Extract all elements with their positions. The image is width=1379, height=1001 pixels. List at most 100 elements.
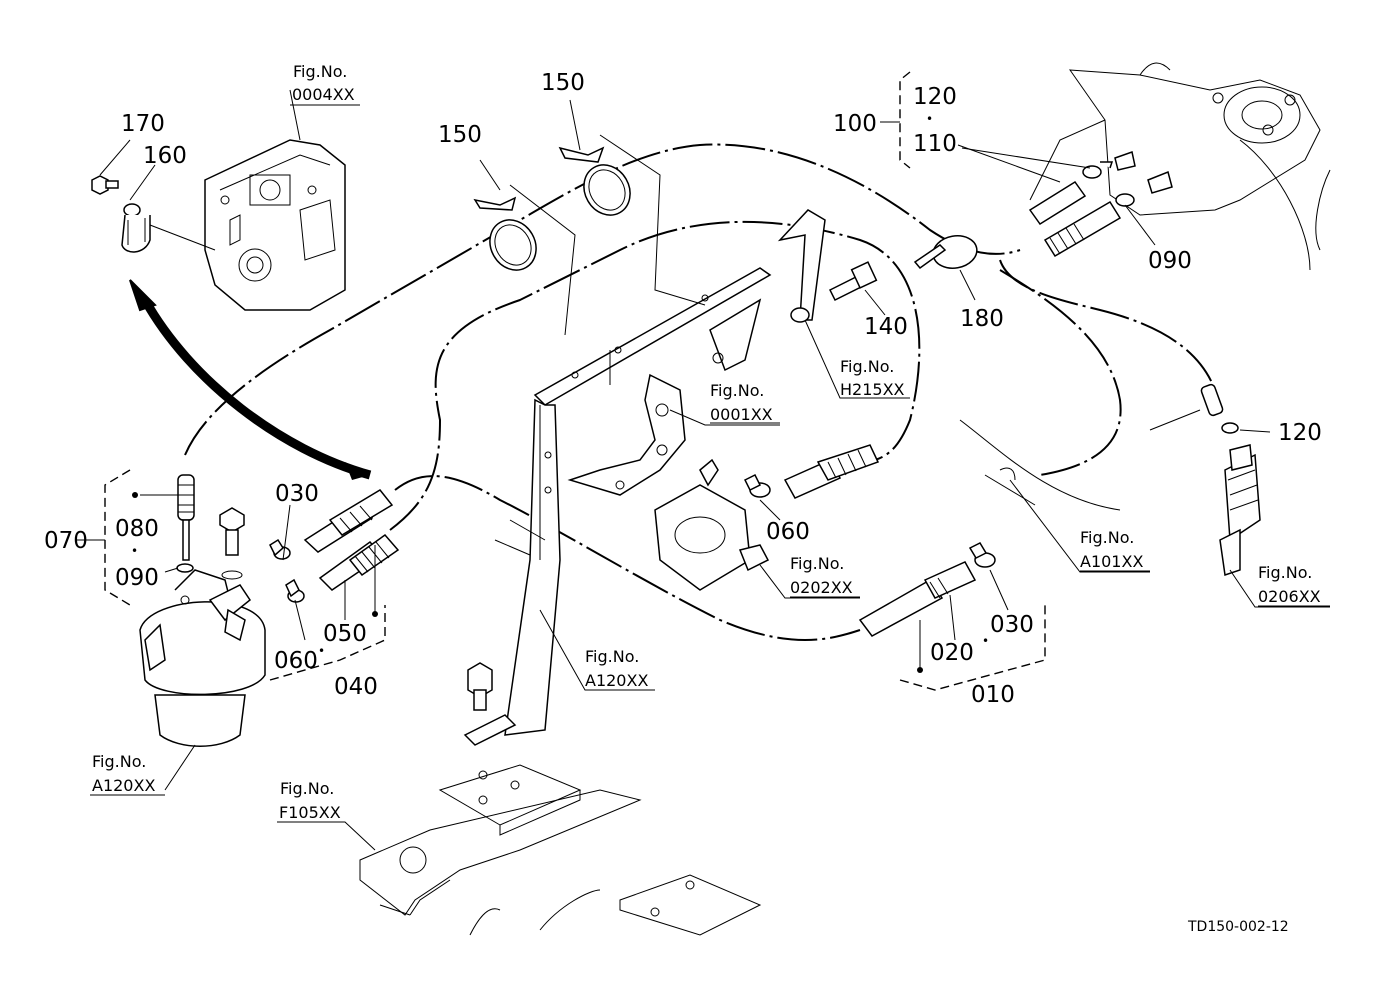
label-010: 010	[971, 682, 1015, 708]
label-090-top: 090	[1148, 248, 1192, 274]
direction-arrow	[129, 279, 372, 480]
fuel-hose-loop	[389, 220, 921, 531]
leader-030a	[282, 504, 291, 561]
hose-020	[858, 561, 977, 637]
bracket-0001	[567, 373, 686, 496]
engine-block-drawing	[204, 139, 346, 311]
separator-dot-040: •	[318, 644, 325, 658]
figure-references: Fig.No. 0004XX Fig.No. H215XX Fig.No. 00…	[92, 62, 1321, 822]
fig-code-f105: F105XX	[279, 803, 341, 822]
leader-180	[959, 269, 976, 301]
leader-090b	[164, 567, 179, 573]
leader-160	[149, 224, 216, 251]
label-070: 070	[44, 528, 88, 554]
fig-code-h215: H215XX	[840, 380, 905, 399]
leader-120b	[1239, 429, 1271, 433]
label-180: 180	[960, 306, 1004, 332]
injection-nozzle	[1219, 444, 1261, 576]
fuel-hose-lower	[999, 269, 1122, 476]
cable-tie-150-left	[473, 196, 537, 271]
label-170: 170	[121, 111, 165, 137]
fig-code-a101: A101XX	[1080, 552, 1143, 571]
leader-020	[949, 594, 956, 641]
fig-prefix-0001: Fig.No.	[710, 381, 764, 400]
bolt-filter	[219, 507, 245, 580]
fig-prefix-a120-center: Fig.No.	[585, 647, 639, 666]
label-100: 100	[833, 111, 877, 137]
leader-170	[99, 139, 131, 176]
hose-sleeve	[1043, 200, 1122, 258]
fig-code-0206: 0206XX	[1258, 587, 1321, 606]
leader-a101b	[984, 474, 1036, 506]
fig-underlines	[585, 397, 1330, 691]
clamp-090-left	[176, 563, 194, 573]
label-030-left: 030	[275, 481, 319, 507]
leader-0202	[759, 564, 860, 599]
leader-filter	[164, 744, 196, 791]
drawing-code: TD150-002-12	[1187, 919, 1289, 935]
leader-a101	[1009, 479, 1150, 573]
cable-tie-180	[913, 235, 978, 270]
hose-050	[318, 533, 400, 591]
fig-prefix-a101: Fig.No.	[1080, 528, 1134, 547]
fuel-hose-return	[394, 475, 861, 641]
leader-150a	[479, 159, 501, 191]
label-150-left: 150	[438, 122, 482, 148]
group-bracket-040	[269, 605, 386, 681]
fig-code-a120-center: A120XX	[585, 671, 648, 690]
leader-120a	[961, 147, 1091, 169]
leader-160b	[129, 164, 156, 201]
separator-dot-010: •	[982, 634, 989, 648]
dot-080	[132, 492, 138, 498]
hose-110	[1028, 180, 1087, 226]
fig-prefix-0004: Fig.No.	[293, 62, 347, 81]
stay-h215	[777, 209, 826, 323]
engine-right-drawing	[959, 62, 1331, 511]
leader-060b	[759, 499, 781, 521]
fuel-pump	[654, 458, 770, 591]
clamp-030-right	[968, 542, 996, 568]
separator-dot-100: •	[926, 112, 933, 126]
group-bracket-070	[104, 469, 131, 606]
group-bracket-010	[899, 605, 1046, 691]
dot-040	[372, 611, 378, 617]
label-030-right: 030	[990, 612, 1034, 638]
leader-060a	[294, 599, 306, 641]
leader-150a-bracket	[509, 184, 576, 336]
separator-dot-070: •	[131, 544, 138, 558]
tractor-frame-outline	[359, 764, 762, 936]
bolt-170	[91, 175, 119, 195]
label-090-left: 090	[115, 565, 159, 591]
mounting-bracket	[463, 267, 772, 746]
clip-160	[121, 203, 151, 253]
fuel-hose-injector	[999, 259, 1216, 391]
label-110: 110	[913, 131, 957, 157]
leader-140	[864, 289, 886, 316]
clamp-060-right	[743, 473, 771, 498]
hose-120-right	[1200, 383, 1239, 434]
leader-110	[957, 144, 1061, 183]
leader-090a	[1124, 204, 1156, 246]
fig-code-a120-left: A120XX	[92, 776, 155, 795]
leader-0206	[1229, 569, 1330, 608]
label-150-right: 150	[541, 70, 585, 96]
leader-150b-bracket	[599, 134, 706, 306]
fig-prefix-0206: Fig.No.	[1258, 563, 1312, 582]
part-number-labels: 170 160 150 150 100 120 • 110 090 180 14…	[44, 70, 1322, 708]
label-120-right: 120	[1278, 420, 1322, 446]
fig-prefix-f105: Fig.No.	[280, 779, 334, 798]
label-060-left: 060	[274, 648, 318, 674]
fuel-hose-main	[184, 143, 1021, 456]
clamp-090-top	[1115, 170, 1173, 207]
label-060-right: 060	[766, 519, 810, 545]
cable-tie-150-right	[558, 146, 631, 216]
leader-150b	[569, 99, 581, 151]
clamp-120-top	[1082, 151, 1136, 179]
label-080: 080	[115, 516, 159, 542]
fig-prefix-0202: Fig.No.	[790, 554, 844, 573]
fig-prefix-h215: Fig.No.	[840, 357, 894, 376]
group-bracket-100	[899, 71, 911, 169]
leader-0004	[289, 89, 301, 141]
fig-code-0001: 0001XX	[710, 405, 773, 424]
